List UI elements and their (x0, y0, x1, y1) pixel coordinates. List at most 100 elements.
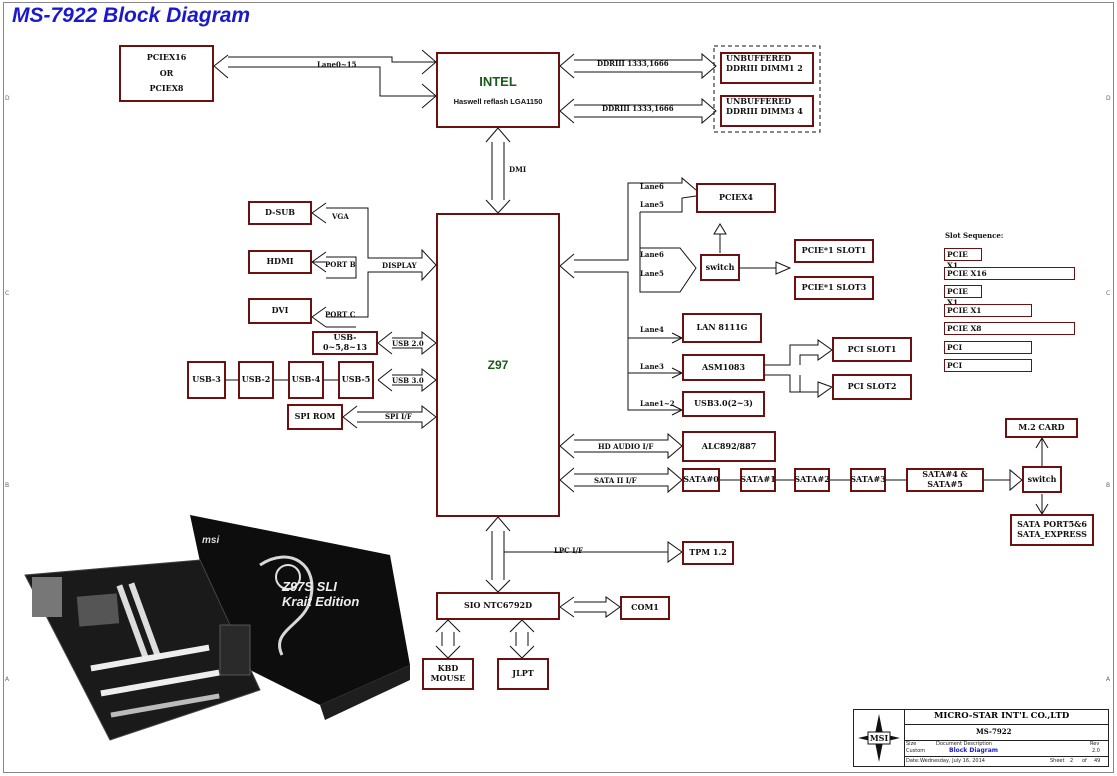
frame-right (1113, 2, 1114, 773)
hdmi-box: HDMI (248, 250, 312, 274)
label-spi-if: SPI I/F (385, 412, 412, 421)
slot-seq-item-2: PCIE X16 (944, 267, 1075, 280)
label-port-b: PORT B (325, 260, 356, 269)
wire-jlpt (509, 619, 535, 659)
sata-port-line2: SATA_EXPRESS (1017, 529, 1087, 539)
wire-sata-chain (720, 468, 1023, 492)
dimm34-line2: DDRIII DIMM3 4 (726, 105, 803, 116)
label-hd-audio: HD AUDIO I/F (598, 442, 654, 451)
wire-hdmi (311, 251, 357, 279)
pcie-slot3-box: PCIE*1 SLOT3 (794, 276, 874, 300)
lan-box: LAN 8111G (682, 313, 762, 343)
box-product-line1: Z97S SLI (281, 579, 337, 594)
usb5-box: USB-5 (338, 361, 374, 399)
title-block-logo-cell: MSI (854, 710, 905, 766)
wire-pcie-lanes (639, 195, 697, 293)
frame-left (3, 2, 4, 773)
wire-dimm-bottom (559, 97, 717, 125)
io-ports (32, 577, 62, 617)
sheet-value: 2 (1070, 758, 1074, 764)
wire-kbd (435, 619, 461, 659)
pch-name: Z97 (487, 357, 509, 372)
pci-slot2-box: PCI SLOT2 (832, 374, 912, 400)
usb3-ports-box: USB3.0(2~3) (682, 391, 765, 417)
tick-left-b: B (5, 482, 10, 489)
label-usb30: USB 3.0 (392, 376, 424, 385)
wire-asm-slots (765, 339, 834, 398)
cpu-desc: Haswell reflash LGA1150 (453, 97, 543, 107)
pcie-slot1-box: PCIE*1 SLOT1 (794, 239, 874, 263)
diagram-title: MS-7922 Block Diagram (12, 4, 251, 27)
wire-pcie-trunk (559, 176, 697, 411)
dimm12-line2: DDRIII DIMM1 2 (726, 62, 803, 73)
title-block: MSI MICRO-STAR INT'L CO.,LTD MS-7922 Siz… (853, 709, 1109, 767)
tick-left-c: C (5, 290, 10, 297)
msi-logo-icon: MSI (858, 714, 900, 762)
cpu-socket (76, 593, 120, 627)
tpm-box: TPM 1.2 (682, 541, 734, 565)
doc-label: Document Description (936, 741, 992, 747)
label-ddr-bottom: DDRIII 1333,1666 (602, 104, 674, 113)
wire-pcie16-top (228, 49, 438, 75)
pciex4-box: PCIEX4 (696, 183, 776, 213)
dsub-box: D-SUB (248, 201, 312, 225)
frame-bottom (3, 772, 1114, 773)
pcie-switch-box: switch (700, 254, 740, 281)
usb-ports-box: USB-0~5,8~13 (312, 331, 378, 355)
slot-seq-item-3: PCIE X1 (944, 285, 982, 307)
retail-box-side (320, 665, 410, 720)
slot-sequence-title: Slot Sequence: (945, 231, 1004, 240)
sata-port-line1: SATA PORT5&6 (1017, 519, 1087, 530)
model-name: MS-7922 (976, 727, 1012, 736)
sata0-box: SATA#0 (682, 468, 720, 492)
label-lpc: LPC I/F (554, 546, 583, 555)
label-lane0-15: Lane0~15 (317, 60, 357, 69)
frame-top (3, 2, 1114, 3)
of-value: 49 (1094, 758, 1101, 764)
date-row-divider (904, 756, 1109, 757)
sio-box: SIO NTC6792D (436, 592, 560, 620)
company-name: MICRO-STAR INT'L CO.,LTD (934, 711, 1070, 721)
wire-switch2 (1035, 437, 1049, 515)
pciex8-label: PCIEX8 (149, 83, 184, 94)
label-vga: VGA (332, 212, 349, 221)
wire-dmi (485, 127, 511, 214)
com1-box: COM1 (620, 596, 670, 620)
date-value: Wednesday, July 16, 2014 (920, 758, 985, 764)
dimm-slot-b (128, 582, 162, 660)
asm1083-box: ASM1083 (682, 354, 765, 381)
pci-slot1-box: PCI SLOT1 (832, 337, 912, 362)
dimm-group-outline (713, 45, 821, 133)
tick-left-d: D (5, 95, 10, 102)
kbd-label: KBD (437, 663, 459, 674)
label-lane1-2: Lane1~2 (640, 399, 675, 408)
cpu-box: INTEL Haswell reflash LGA1150 (436, 52, 560, 128)
m2-card-box: M.2 CARD (1005, 418, 1078, 438)
label-lane3: Lane3 (640, 362, 664, 371)
doc-value: Block Diagram (949, 747, 999, 754)
dimm-slot-a (116, 584, 150, 662)
usb4-box: USB-4 (288, 361, 324, 399)
slot-seq-item-4: PCIE X1 (944, 304, 1032, 317)
pciex16-or: OR (159, 67, 174, 78)
label-display: DISPLAY (382, 261, 417, 270)
kbd-mouse-box: KBD MOUSE (422, 658, 474, 690)
spi-rom-box: SPI ROM (287, 404, 343, 430)
wire-pcie16 (213, 54, 437, 109)
label-lane5-a: Lane5 (640, 200, 664, 209)
pcie-slot-shape-1 (90, 644, 210, 672)
wire-com1 (559, 596, 621, 618)
sheet-label: Sheet (1050, 758, 1065, 764)
tick-left-a: A (5, 676, 10, 683)
label-dmi: DMI (509, 165, 527, 174)
wire-lane-branches (628, 337, 682, 411)
pciex16-label: PCIEX16 (146, 52, 187, 63)
rev-value: 2.0 (1092, 748, 1100, 754)
snake-head (275, 564, 301, 590)
label-lane6-b: Lane6 (640, 250, 664, 259)
tick-right-d: D (1106, 95, 1111, 102)
sata2-box: SATA#2 (794, 468, 830, 492)
label-port-c: PORT C (325, 310, 356, 319)
label-lane4: Lane4 (640, 325, 664, 334)
